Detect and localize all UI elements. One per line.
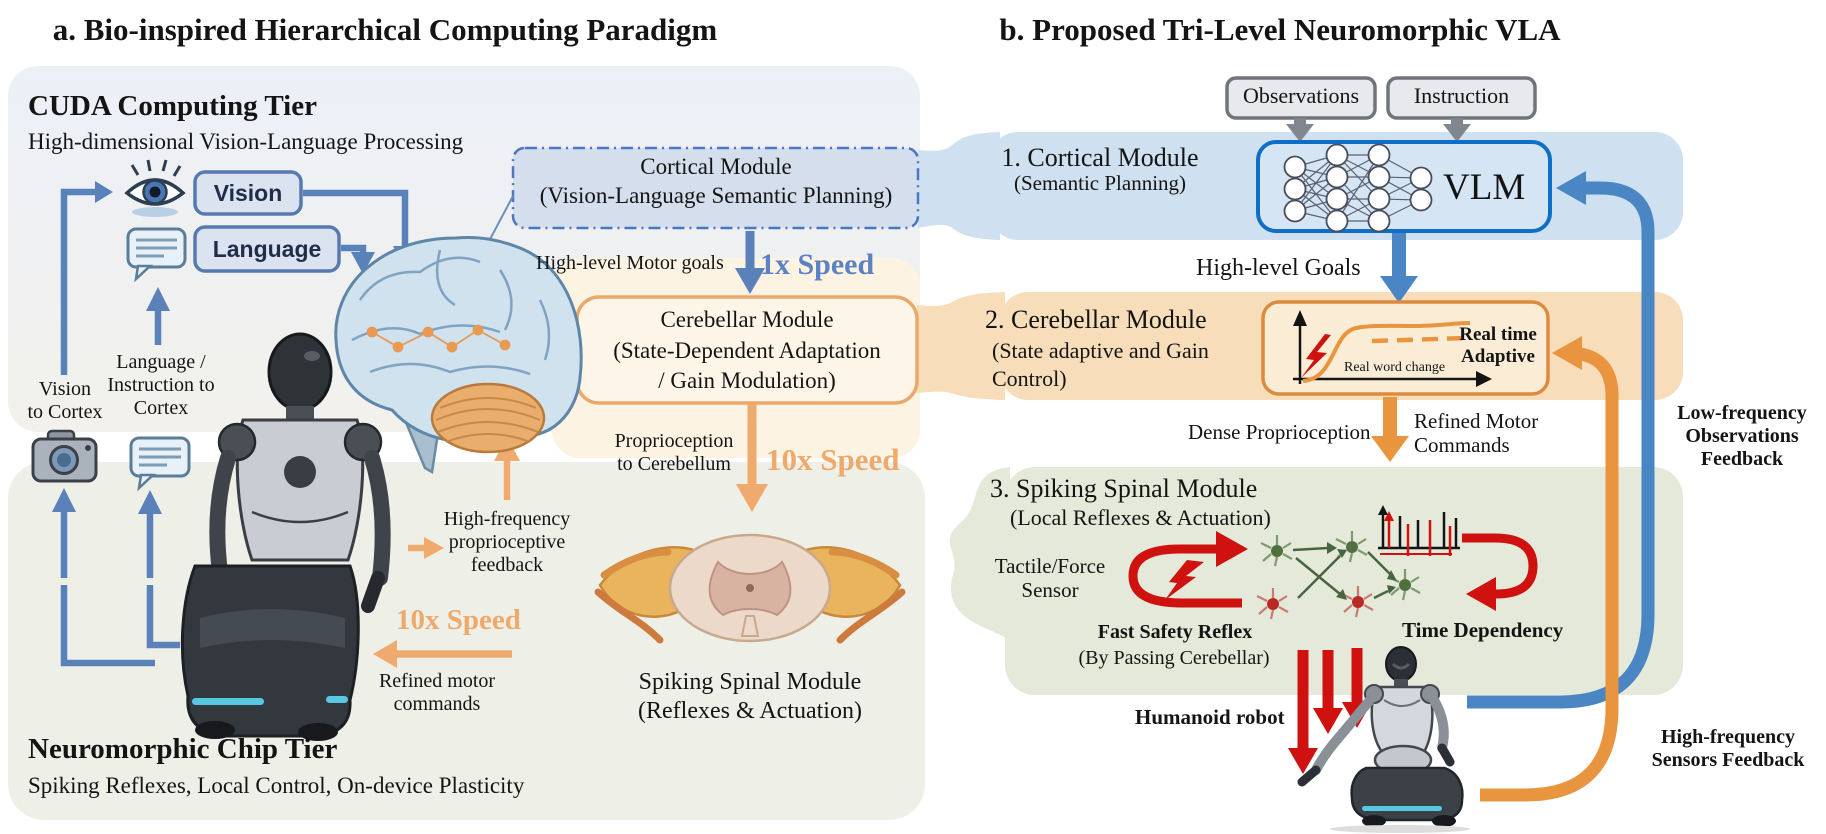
vision-pill-box <box>193 170 303 216</box>
cerebellar-module-label: Cerebellar Module (State-Dependent Adapt… <box>613 307 881 394</box>
module3-title: 3. Spiking Spinal Module <box>990 474 1258 503</box>
language-pill-label: Language <box>212 236 322 262</box>
spinal-module-label: Spiking Spinal Module (Reflexes & Actuat… <box>638 669 862 725</box>
neural-network-icon <box>1283 143 1433 233</box>
module3-subtitle: (Local Reflexes & Actuation) <box>1010 505 1271 530</box>
refined-motor-commands-b-label: Refined Motor Commands <box>1414 409 1539 458</box>
cortical-module-label: Cortical Module (Vision-Language Semanti… <box>539 154 893 208</box>
cuda-tier-title: CUDA Computing Tier <box>28 90 317 122</box>
proprioception-label: Proprioception to Cerebellum <box>614 430 734 476</box>
brain-illustration <box>334 236 583 474</box>
adaptive-plot-box <box>1261 300 1550 396</box>
real-word-change-label: Real word change <box>1344 360 1446 375</box>
high-frequency-feedback-label: High-frequency Sensors Feedback <box>1651 726 1805 772</box>
vlm-label: VLM <box>1443 167 1526 208</box>
instruction-label: Instruction <box>1413 83 1510 108</box>
vision-pill-label: Vision <box>213 180 283 206</box>
adaptive-plot <box>1293 310 1492 387</box>
low-frequency-feedback-line <box>1467 171 1655 709</box>
fast-safety-reflex-label: Fast Safety Reflex <box>1097 621 1253 643</box>
panel-b-title: b. Proposed Tri-Level Neuromorphic VLA <box>999 12 1561 47</box>
robot-b-illustration <box>1297 646 1470 833</box>
camera-icon <box>31 429 98 483</box>
cerebellar-band-connector <box>917 292 1005 400</box>
hf-proprioceptive-feedback-label: High-frequency proprioceptive feedback <box>443 508 571 577</box>
time-dependency-label: Time Dependency <box>1402 618 1564 642</box>
dense-proprioception-label: Dense Proprioception <box>1188 420 1371 444</box>
real-time-adaptive-label: Real time Adaptive <box>1459 324 1537 368</box>
speed-10x-left-label: 10x Speed <box>396 604 521 636</box>
speed-1x-label: 1x Speed <box>760 248 875 281</box>
cortical-band-connector <box>918 132 1000 240</box>
language-pill-box <box>193 225 341 273</box>
instruction-bubble-icon <box>129 436 191 492</box>
neuromorphic-tier-subtitle: Spiking Reflexes, Local Control, On-devi… <box>28 773 525 798</box>
bypass-cerebellar-label: (By Passing Cerebellar) <box>1078 647 1270 669</box>
disturbance-lightning-icon <box>1301 334 1331 378</box>
cerebellum <box>430 382 546 454</box>
input-arrows <box>1286 118 1471 142</box>
cuda-tier-subtitle: High-dimensional Vision-Language Process… <box>28 129 464 154</box>
module2-title: 2. Cerebellar Module <box>985 305 1207 334</box>
speed-10x-down-label: 10x Speed <box>766 442 900 477</box>
spinal-cord-illustration <box>594 533 906 644</box>
high-level-motor-goals-label: High-level Motor goals <box>536 252 724 274</box>
goal-arrow-1x <box>735 231 765 294</box>
shock-lightning-icon <box>1165 560 1204 600</box>
tactile-force-sensor-label: Tactile/Force Sensor <box>994 554 1106 603</box>
vision-to-cortex-label: Vision to Cortex <box>27 378 103 424</box>
module2-subtitle: (State adaptive and Gain Control) <box>992 338 1209 391</box>
high-frequency-feedback-line <box>1480 336 1619 802</box>
reflex-loop-arrowhead <box>1216 531 1248 567</box>
eye-icon <box>124 159 186 217</box>
refined-motor-commands-label: Refined motor commands <box>378 670 496 716</box>
panel-a-title: a. Bio-inspired Hierarchical Computing P… <box>52 12 718 47</box>
cortical-module-box <box>511 146 920 230</box>
language-to-cortex-label: Language / Instruction to Cortex <box>107 351 215 420</box>
tactile-reflex-loop-icon <box>1128 544 1242 608</box>
spinal-band <box>1005 467 1683 695</box>
refined-motor-arrow <box>1371 397 1409 462</box>
neuromorphic-tier-title: Neuromorphic Chip Tier <box>28 733 338 765</box>
robot-a-illustration <box>180 332 391 741</box>
language-bubble-icon <box>126 227 187 283</box>
module1-subtitle: (Semantic Planning) <box>1013 171 1187 195</box>
observations-label: Observations <box>1242 83 1360 108</box>
synapse-dots <box>366 324 511 353</box>
module1-title: 1. Cortical Module <box>1001 143 1199 172</box>
spiking-neurons <box>1256 531 1421 620</box>
spike-train-icon <box>1378 505 1460 556</box>
orange-arrows-a <box>373 404 768 668</box>
spinal-band-tab <box>949 467 1010 640</box>
humanoid-robot-label: Humanoid robot <box>1135 705 1285 729</box>
low-frequency-feedback-label: Low-frequency Observations Feedback <box>1677 402 1807 471</box>
high-level-goals-arrow <box>1380 233 1418 303</box>
time-dependency-loop-icon <box>1462 533 1538 611</box>
high-level-goals-label: High-level Goals <box>1196 255 1361 281</box>
